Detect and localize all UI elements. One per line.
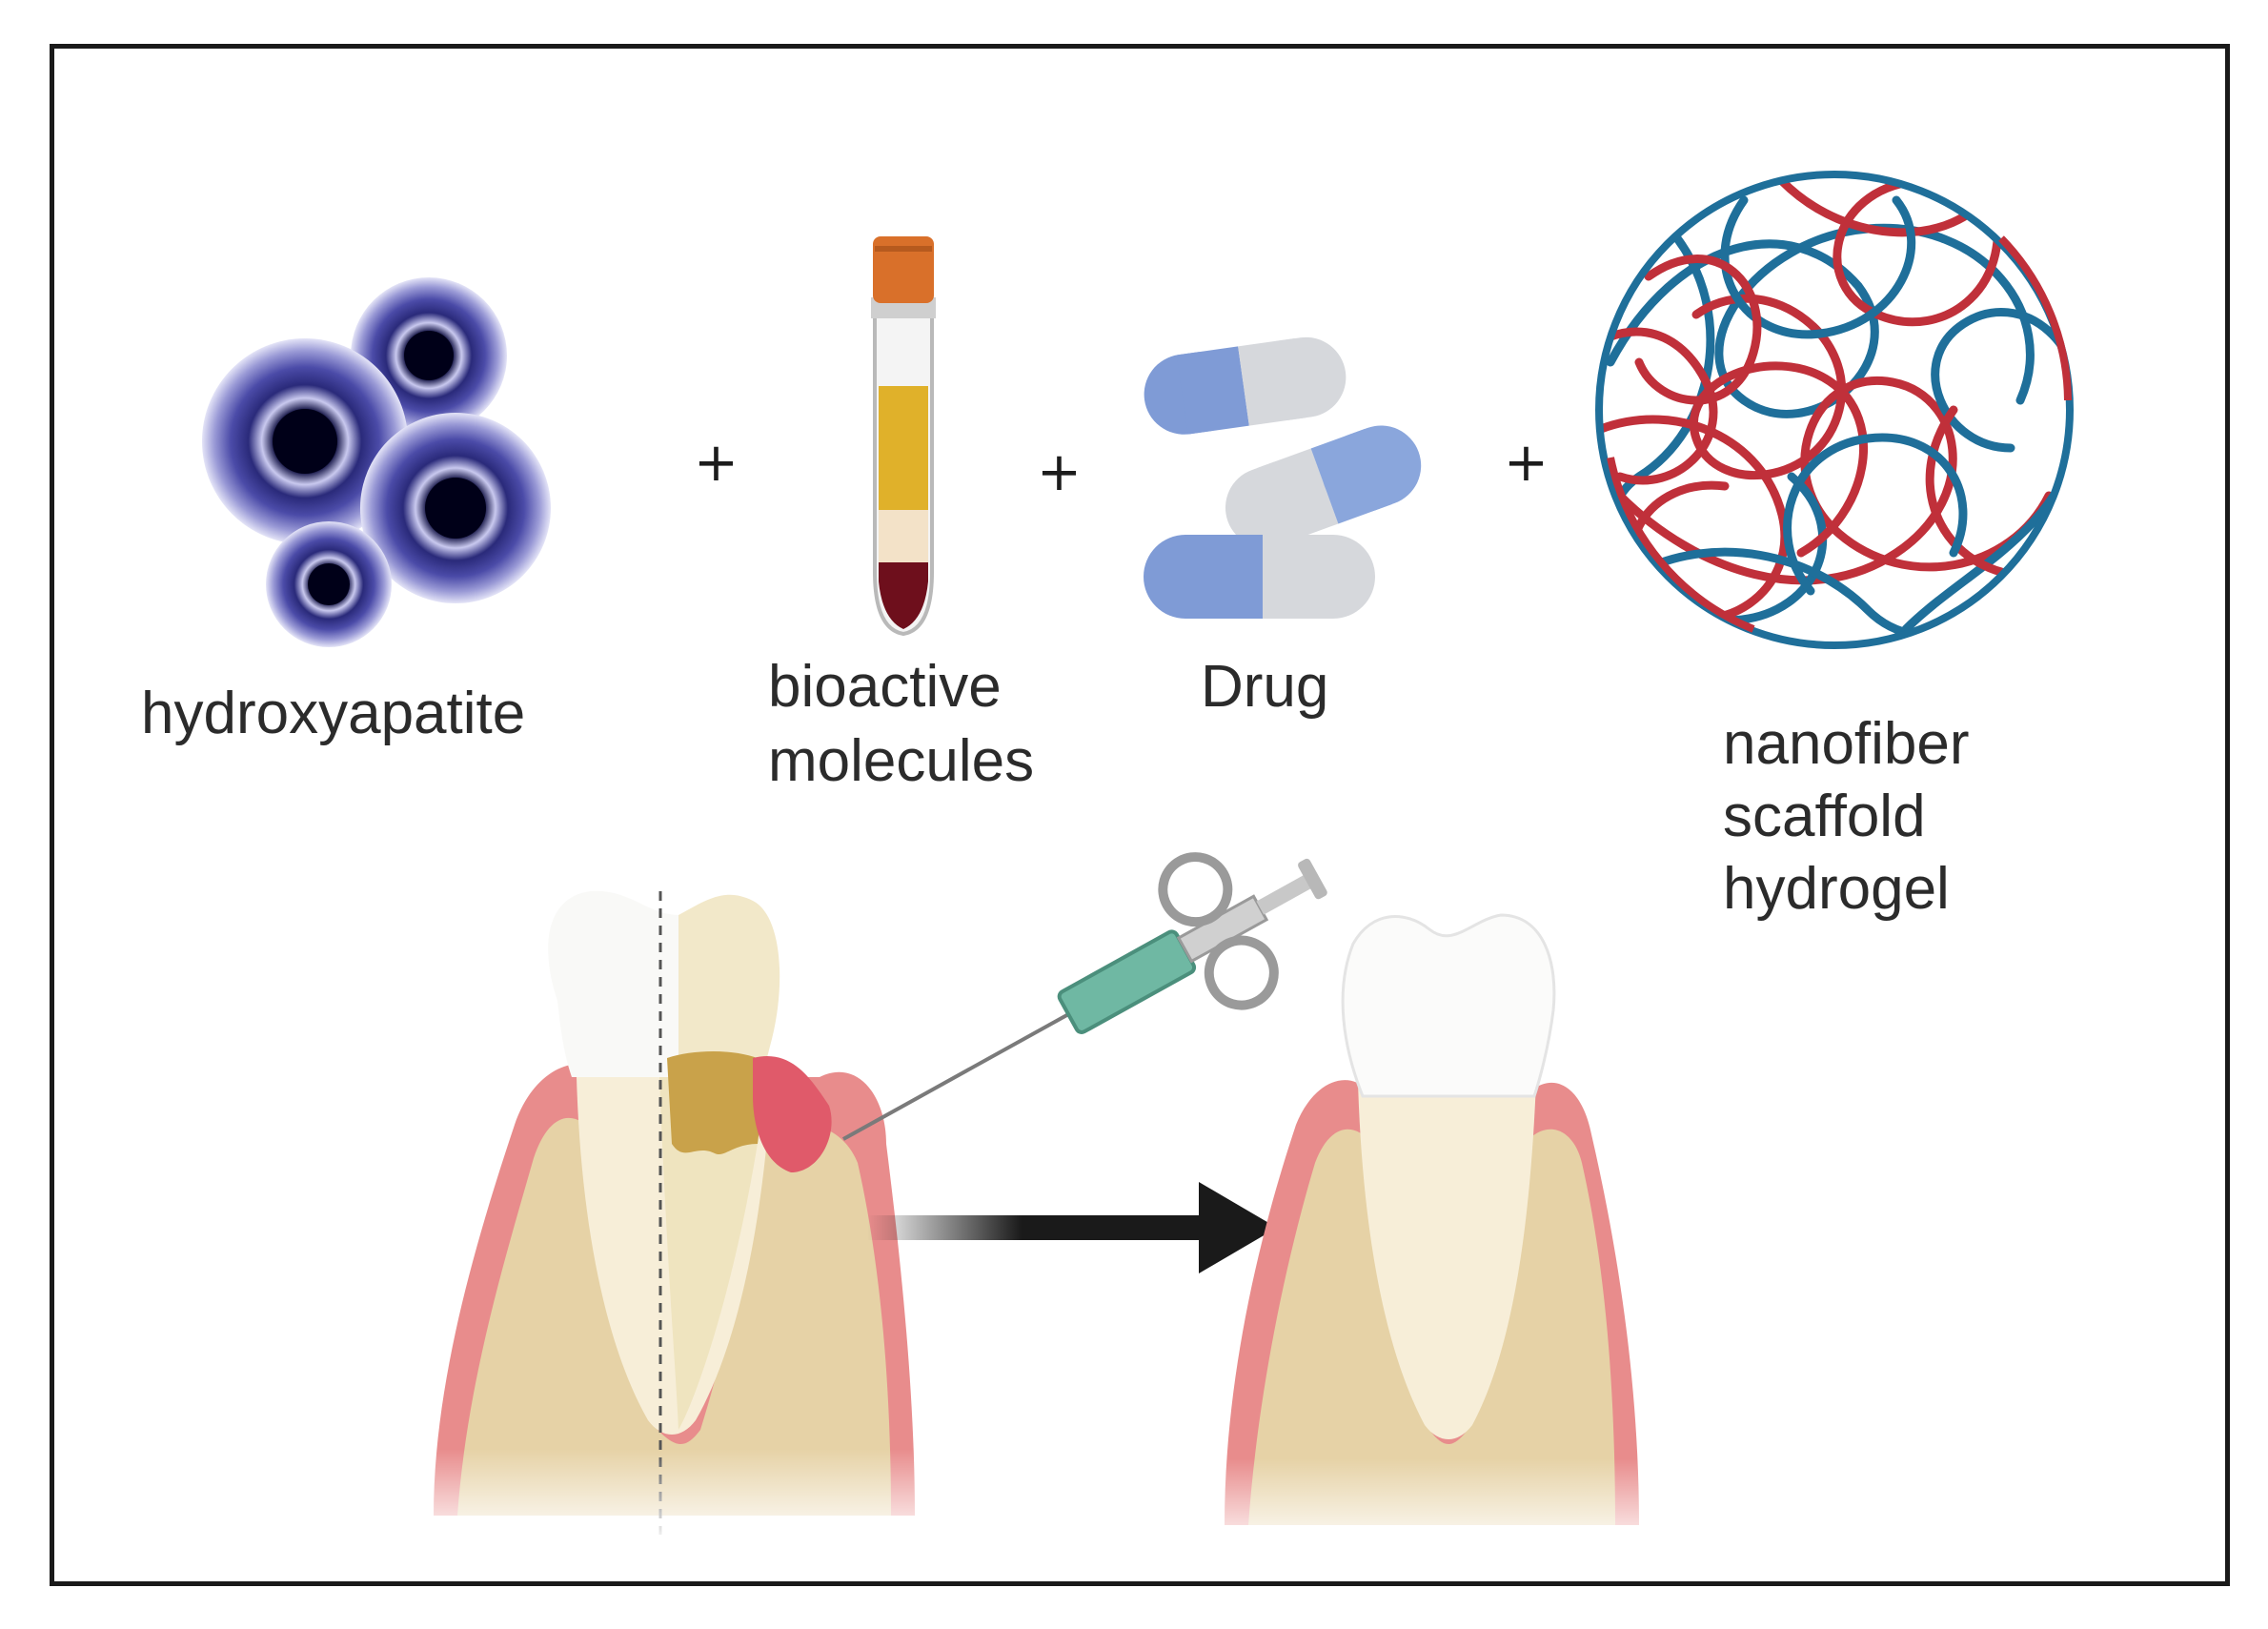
capsules-icon bbox=[1144, 336, 1422, 619]
test-tube-icon bbox=[871, 236, 936, 637]
plus-operator-1: + bbox=[694, 432, 739, 494]
syringe-icon bbox=[842, 852, 1327, 1141]
treatment-arrow-icon bbox=[867, 1182, 1277, 1273]
label-scaffold-line1: nanofiber bbox=[1723, 711, 1970, 777]
label-hydroxyapatite: hydroxyapatite bbox=[141, 681, 526, 746]
label-scaffold-line2: scaffold bbox=[1723, 784, 1926, 849]
hydroxyapatite-particles-icon bbox=[202, 277, 551, 647]
plus-operator-3: + bbox=[1504, 432, 1549, 494]
label-bioactive-line1: bioactive bbox=[768, 654, 1002, 720]
diseased-tooth-icon bbox=[419, 890, 934, 1544]
healthy-tooth-icon bbox=[1210, 913, 1658, 1554]
label-scaffold-line3: hydrogel bbox=[1723, 856, 1950, 922]
nanofiber-ball-icon bbox=[1595, 171, 2074, 649]
label-drug: Drug bbox=[1201, 654, 1329, 720]
label-bioactive-line2: molecules bbox=[768, 728, 1035, 794]
plus-operator-2: + bbox=[1037, 441, 1082, 503]
